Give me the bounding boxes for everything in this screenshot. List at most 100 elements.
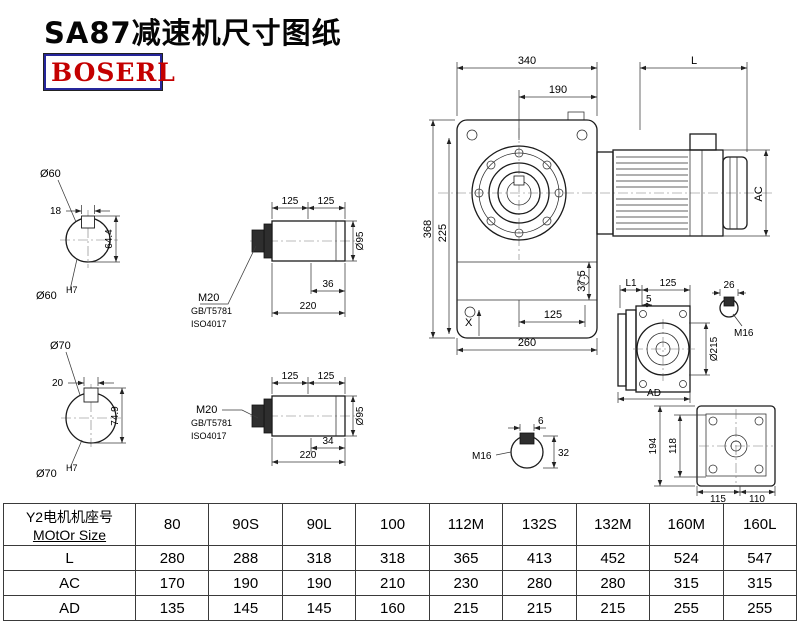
dim-74-9: 74.9 [110,406,121,426]
dim-125-bottom: 125 [544,309,562,321]
table-cell: 280 [134,545,210,571]
gearbox-front-view [438,111,772,339]
dim-d95-bottom: Ø95 [355,406,366,425]
label-thread-m16-side: M16 [734,328,754,339]
motor-size-table: Y2电机机座号 MOtOr Size 80 90S 90L 100 112M 1… [3,503,797,621]
dim-AC: AC [753,186,765,201]
table-row-AD: AD 135 145 145 160 215 215 215 255 255 [3,595,797,621]
dim-5: 5 [646,294,652,305]
label-std-iso-top: ISO4017 [191,319,227,329]
label-thread-m16-key: M16 [472,451,492,462]
table-col-header: 132S [502,503,577,546]
dim-125-b-bottom: 125 [318,371,335,382]
callout-d70: Ø70 [50,340,71,352]
table-cell: 215 [428,595,504,621]
table-cell: 135 [134,595,210,621]
table-col-header: 112M [428,503,504,546]
row-label: AD [3,595,136,621]
page-title: SA87减速机尺寸图纸 [44,16,342,50]
row-label: AC [3,570,136,596]
table-cell: 190 [208,570,283,596]
dim-L1: L1 [625,278,637,289]
table-cell: 160 [355,595,430,621]
dim-36: 36 [322,279,334,290]
dim-220-bottom: 220 [300,450,317,461]
dim-18: 18 [50,206,62,217]
table-cell: 210 [355,570,430,596]
gearbox-rear-view: 194 118 115 110 [648,405,776,503]
shaft-key-detail: 6 32 M16 [472,416,570,469]
table-col-header: 80 [134,503,210,546]
table-cell: 547 [722,545,797,571]
label-std-gb-bottom: GB/T5781 [191,418,232,428]
label-std-iso-bottom: ISO4017 [191,431,227,441]
dim-64-4: 64.4 [104,229,115,249]
dim-32: 32 [558,448,570,459]
dim-X: X [465,317,473,329]
table-header-row: Y2电机机座号 MOtOr Size 80 90S 90L 100 112M 1… [3,503,797,546]
dim-118: 118 [668,438,679,454]
dim-d95-top: Ø95 [355,231,366,250]
dim-d215: Ø215 [709,336,720,361]
table-col-header: 100 [355,503,430,546]
dim-20: 20 [52,378,64,389]
table-cell: 190 [281,570,357,596]
label-bore-70-tolerance: H7 [66,463,78,473]
dim-L: L [691,55,697,67]
table-col-header: 90L [281,503,357,546]
motor-side-view [596,133,748,237]
table-header-en: MOtOr Size [32,526,107,543]
label-thread-m20-bottom: M20 [196,404,217,416]
label-bore-60-tolerance: H7 [66,285,78,295]
table-row-AC: AC 170 190 190 210 230 280 280 315 315 [3,570,797,596]
dim-368: 368 [422,220,434,238]
dim-125-a-bottom: 125 [282,371,299,382]
callout-d60: Ø60 [40,168,61,180]
brand-logo: BOSERL [44,54,175,90]
technical-drawing: 340 L 190 368 225 AC 37.5 125 260 [36,55,776,503]
table-cell: 230 [428,570,504,596]
table-col-header: 90S [208,503,283,546]
table-col-header: 160L [722,503,797,546]
table-cell: 318 [355,545,430,571]
table-cell: 413 [502,545,577,571]
dim-220-top: 220 [300,301,317,312]
table-cell: 280 [502,570,577,596]
table-cell: 318 [281,545,357,571]
dim-26: 26 [723,280,735,291]
dim-125-side: 125 [660,278,677,289]
table-cell: 365 [428,545,504,571]
table-header-motor-size: Y2电机机座号 MOtOr Size [3,503,136,546]
dim-6: 6 [538,416,544,427]
gearbox-side-view: L1 125 5 Ø215 AD 26 M16 [617,278,754,403]
dim-190: 190 [549,84,567,96]
table-cell: 255 [649,595,724,621]
table-cell: 170 [134,570,210,596]
dim-110: 110 [749,494,765,503]
table-cell: 280 [575,570,651,596]
label-thread-m20-top: M20 [198,292,219,304]
table-cell: 145 [281,595,357,621]
output-shaft-detail-bottom: M20 GB/T5781 ISO4017 125 125 34 220 Ø95 [191,371,366,466]
dim-AD: AD [647,388,661,399]
label-std-gb-top: GB/T5781 [191,306,232,316]
output-shaft-detail-top: M20 GB/T5781 ISO4017 125 125 36 220 Ø95 [191,196,366,329]
table-col-header: 160M [649,503,724,546]
dim-34: 34 [322,436,334,447]
table-cell: 215 [502,595,577,621]
table-cell: 452 [575,545,651,571]
dim-37-5: 37.5 [576,270,588,291]
table-header-cn: Y2电机机座号 [25,508,114,525]
brand-logo-text: BOSERL [51,57,176,87]
table-col-header: 132M [575,503,651,546]
dim-340: 340 [518,55,536,67]
label-bore-60: Ø60 [36,290,57,302]
label-bore-70: Ø70 [36,468,57,480]
hollow-shaft-70-view: Ø70 20 74.9 Ø70 H7 [36,340,126,480]
main-view-dimensions: 340 L 190 368 225 AC 37.5 125 260 [422,55,770,355]
table-cell: 255 [722,595,797,621]
table-cell: 524 [649,545,724,571]
dim-260: 260 [518,337,536,349]
dim-125-a-top: 125 [282,196,299,207]
hollow-shaft-60-view: Ø60 18 64.4 Ø60 H7 [36,168,120,302]
